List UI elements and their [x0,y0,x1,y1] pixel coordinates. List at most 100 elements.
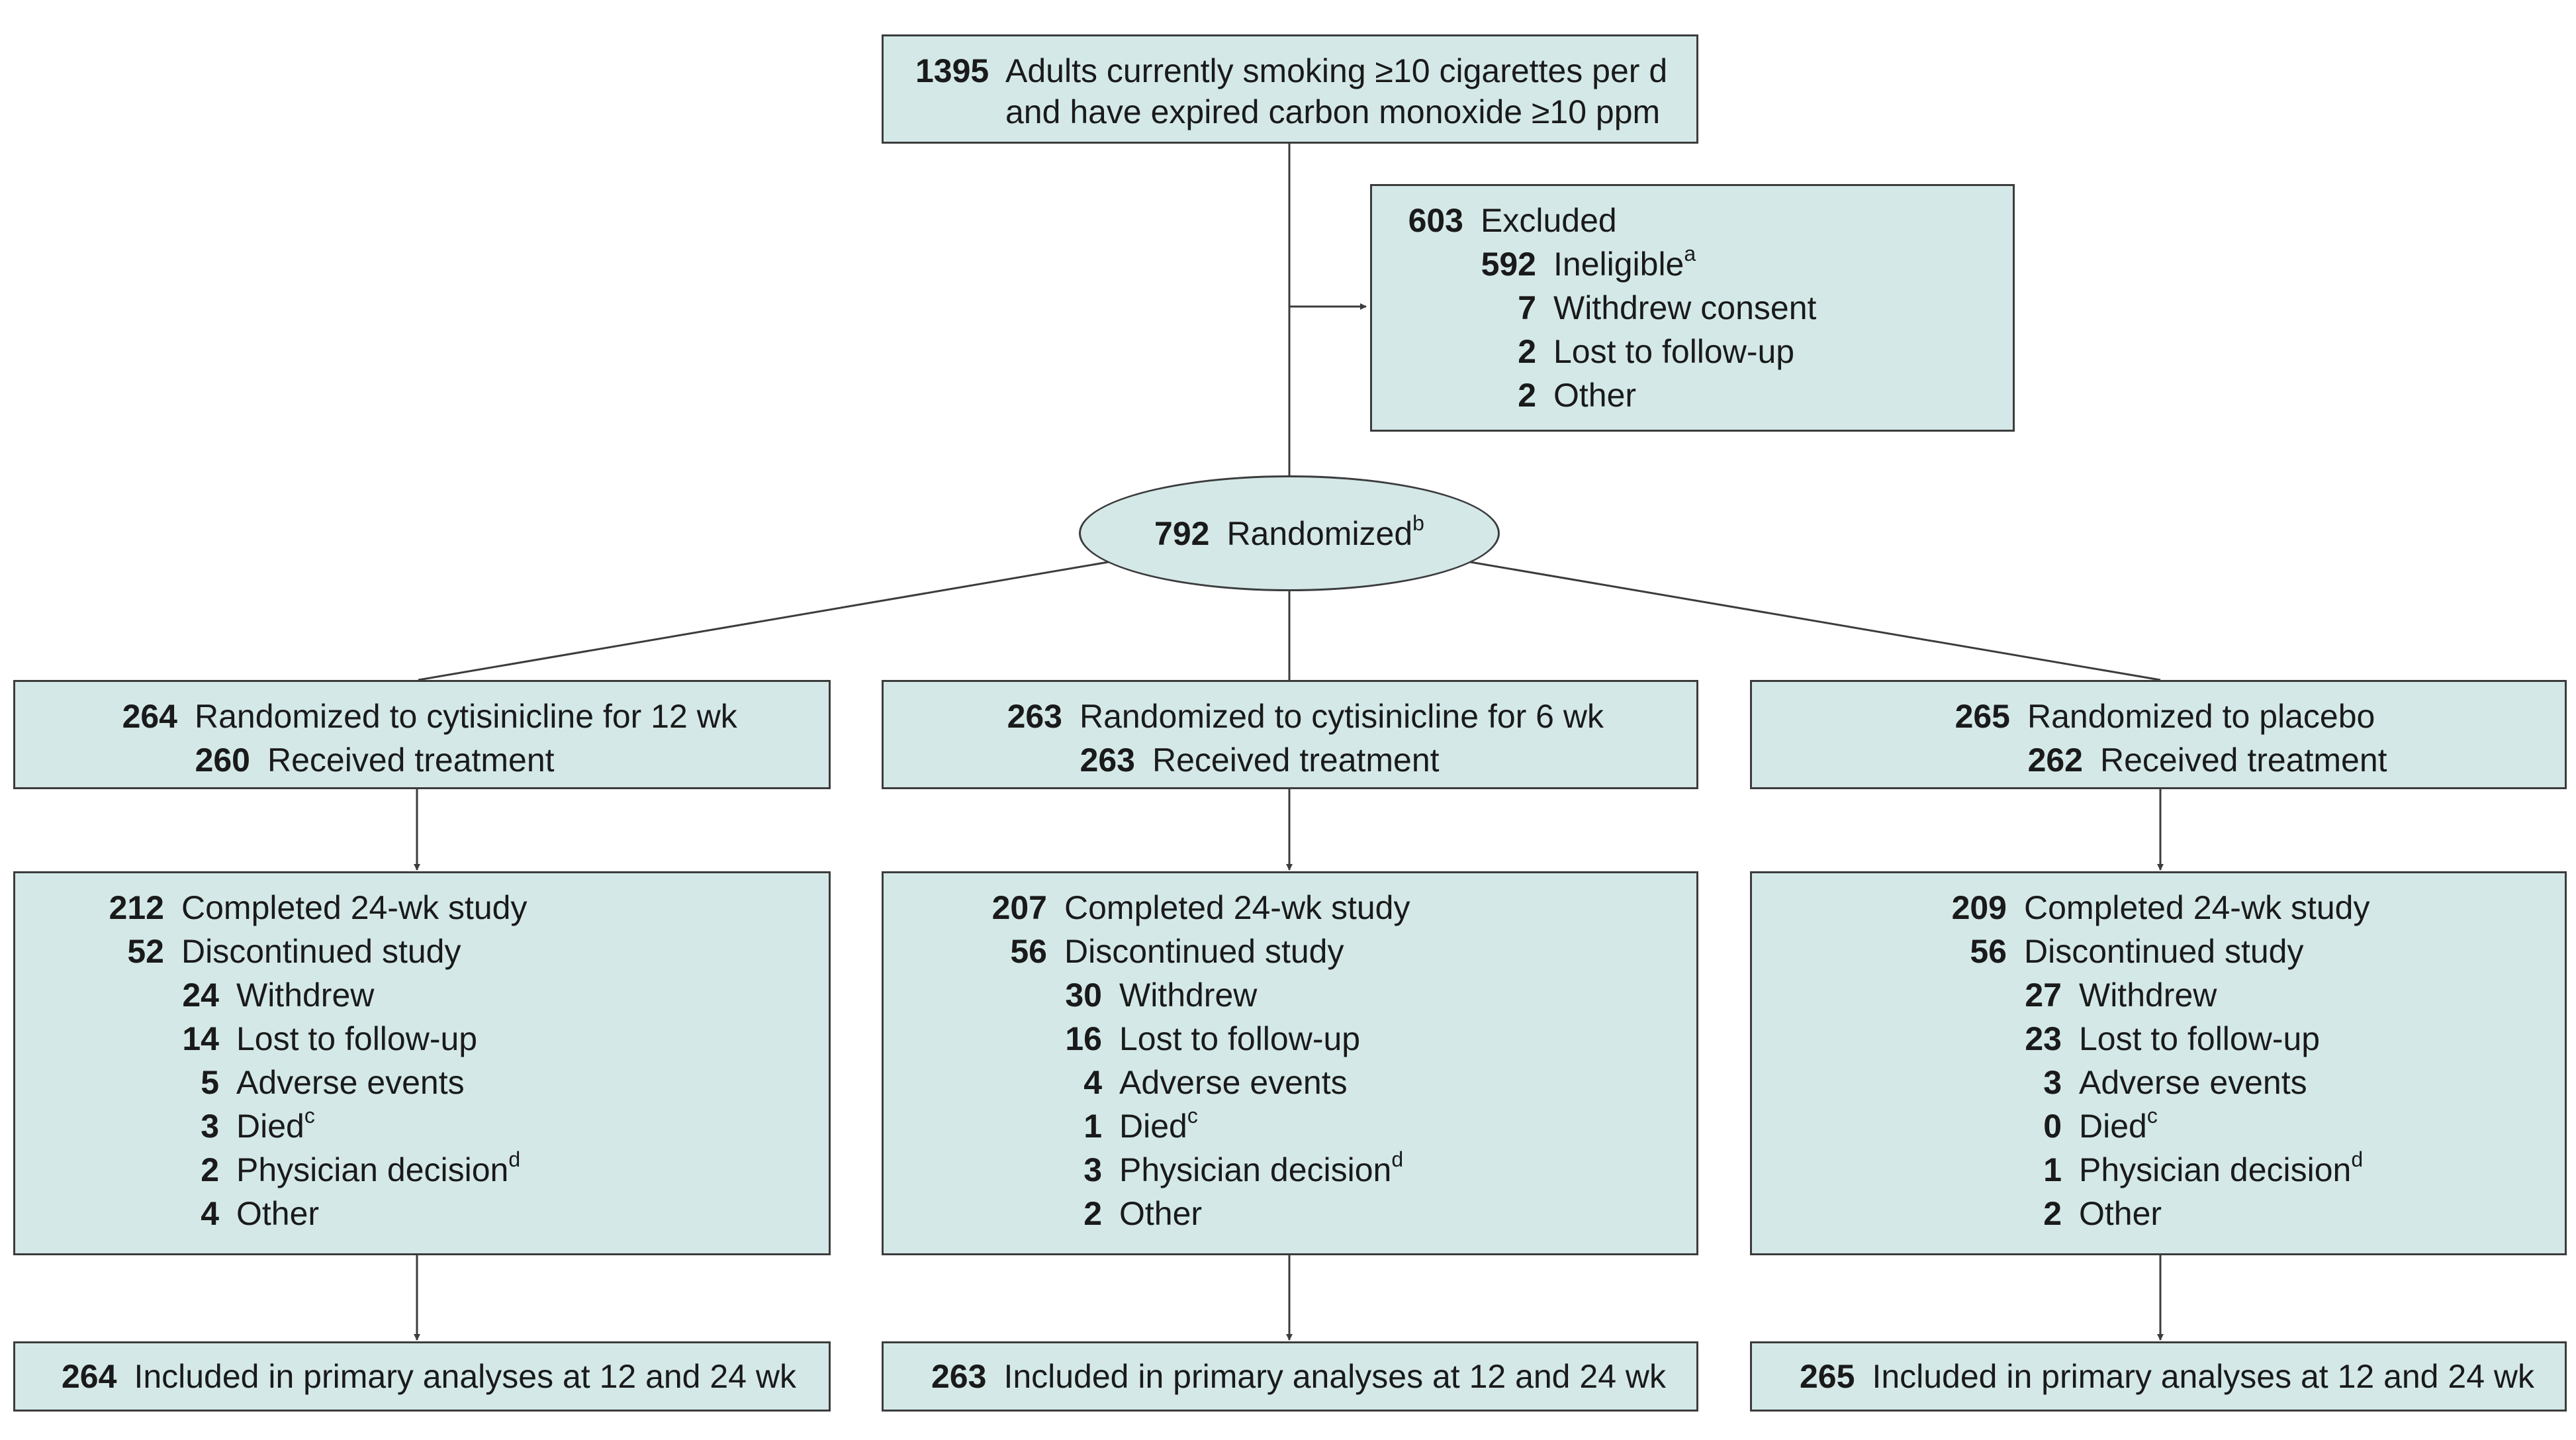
withdrew-consent-label: Withdrew consent [1553,289,1817,326]
withdrew-consent-count: 7 [1518,289,1536,326]
arm1-allocation-box: 264 Randomized to cytisinicline for 12 wk… [13,680,831,789]
other-label: Other [1119,1195,1203,1232]
died-count: 3 [201,1108,219,1145]
enrollment-count: 1395 [915,52,989,89]
excluded-count: 603 [1408,202,1463,239]
analysis-count: 265 [1800,1358,1855,1395]
footnote-marker: d [1391,1147,1404,1172]
withdrew-label: Withdrew [1119,977,1258,1014]
ineligible-count: 592 [1481,246,1536,283]
arm-received-count: 262 [2027,742,2083,779]
arm-randomized-label: Randomized to cytisinicline for 12 wk [195,698,737,735]
randomized-oval: 792 Randomizedb [1079,475,1500,591]
withdrew-count: 24 [182,977,219,1014]
footnote-marker: c [2146,1104,2158,1128]
excluded-label: Excluded [1481,202,1617,239]
other-count: 2 [1083,1195,1102,1232]
physician-decision-label: Physician decision [1119,1151,1392,1188]
enrollment-label-line1: Adults currently smoking ≥10 cigarettes … [1005,52,1668,89]
adverse-events-count: 3 [2043,1064,2062,1101]
randomized-count: 792 [1154,514,1210,552]
enrollment-box: 1395 Adults currently smoking ≥10 cigaret… [882,34,1698,144]
arm-randomized-count: 264 [122,698,177,735]
other-label: Other [236,1195,320,1232]
physician-decision-label: Physician decision [2079,1151,2352,1188]
arm3-followup-box: 209 Completed 24-wk study 56 Discontinued … [1750,871,2567,1255]
connector-randomized-to-arm3 [1466,560,2161,681]
arm3-analysis-box: 265 Included in primary analyses at 12 an… [1750,1341,2567,1412]
footnote-marker: b [1412,510,1424,535]
died-label: Died [2079,1108,2147,1145]
connector-randomized-to-arm1 [418,560,1113,681]
footnote-marker: c [1187,1104,1198,1128]
died-label: Died [1119,1108,1187,1145]
lost-to-follow-up-label: Lost to follow-up [2079,1020,2321,1057]
withdrew-label: Withdrew [2079,977,2217,1014]
discontinued-label: Discontinued study [181,933,461,970]
footnote-marker: d [2351,1147,2364,1172]
adverse-events-label: Adverse events [236,1064,465,1101]
enrollment-label-line2: and have expired carbon monoxide ≥10 ppm [1005,93,1661,130]
arm-received-count: 263 [1080,742,1135,779]
discontinued-count: 52 [127,933,164,970]
arm2-analysis-box: 263 Included in primary analyses at 12 an… [882,1341,1698,1412]
arm-randomized-label: Randomized to cytisinicline for 6 wk [1080,698,1604,735]
completed-count: 207 [991,889,1047,926]
arm-randomized-label: Randomized to placebo [2027,698,2375,735]
adverse-events-label: Adverse events [1119,1064,1348,1101]
arm-received-label: Received treatment [1152,742,1440,779]
analysis-label: Included in primary analyses at 12 and 2… [1872,1358,2534,1395]
ineligible-label: Ineligible [1553,246,1684,283]
adverse-events-count: 5 [201,1064,219,1101]
analysis-count: 263 [931,1358,987,1395]
physician-decision-count: 3 [1083,1151,1102,1188]
arm-received-count: 260 [195,742,250,779]
arm1-analysis-box: 264 Included in primary analyses at 12 an… [13,1341,831,1412]
arm-received-label: Received treatment [267,742,555,779]
arm3-allocation-box: 265 Randomized to placebo 262 Received tre… [1750,680,2567,789]
excluded-other-label: Other [1553,377,1637,414]
excluded-other-count: 2 [1518,377,1536,414]
discontinued-label: Discontinued study [1064,933,1344,970]
physician-decision-count: 1 [2043,1151,2062,1188]
footnote-marker: c [304,1104,315,1128]
died-count: 0 [2043,1108,2062,1145]
withdrew-count: 27 [2025,977,2062,1014]
analysis-label: Included in primary analyses at 12 and 2… [1003,1358,1666,1395]
adverse-events-count: 4 [1083,1064,1102,1101]
completed-label: Completed 24-wk study [1064,889,1410,926]
randomized-label: Randomized [1226,514,1413,552]
analysis-count: 264 [62,1358,117,1395]
adverse-events-label: Adverse events [2079,1064,2307,1101]
completed-label: Completed 24-wk study [2024,889,2370,926]
lost-to-follow-up-label: Lost to follow-up [1553,333,1795,370]
lost-to-follow-up-label: Lost to follow-up [236,1020,478,1057]
completed-count: 212 [109,889,164,926]
died-count: 1 [1083,1108,1102,1145]
arm-received-label: Received treatment [2100,742,2387,779]
arm-randomized-count: 263 [1007,698,1062,735]
lost-to-follow-up-count: 16 [1065,1020,1102,1057]
died-label: Died [236,1108,304,1145]
physician-decision-count: 2 [201,1151,219,1188]
arm-randomized-count: 265 [1955,698,2010,735]
completed-count: 209 [1951,889,2007,926]
discontinued-label: Discontinued study [2024,933,2304,970]
footnote-marker: d [508,1147,521,1172]
lost-to-follow-up-count: 2 [1518,333,1536,370]
completed-label: Completed 24-wk study [181,889,528,926]
excluded-box: 603 Excluded 592 Ineligiblea 7 Withdrew con… [1370,184,2015,432]
withdrew-label: Withdrew [236,977,375,1014]
footnote-marker: a [1684,242,1696,266]
physician-decision-label: Physician decision [236,1151,509,1188]
lost-to-follow-up-count: 14 [182,1020,219,1057]
lost-to-follow-up-label: Lost to follow-up [1119,1020,1361,1057]
withdrew-count: 30 [1065,977,1102,1014]
discontinued-count: 56 [1970,933,2007,970]
analysis-label: Included in primary analyses at 12 and 2… [134,1358,796,1395]
other-count: 2 [2043,1195,2062,1232]
